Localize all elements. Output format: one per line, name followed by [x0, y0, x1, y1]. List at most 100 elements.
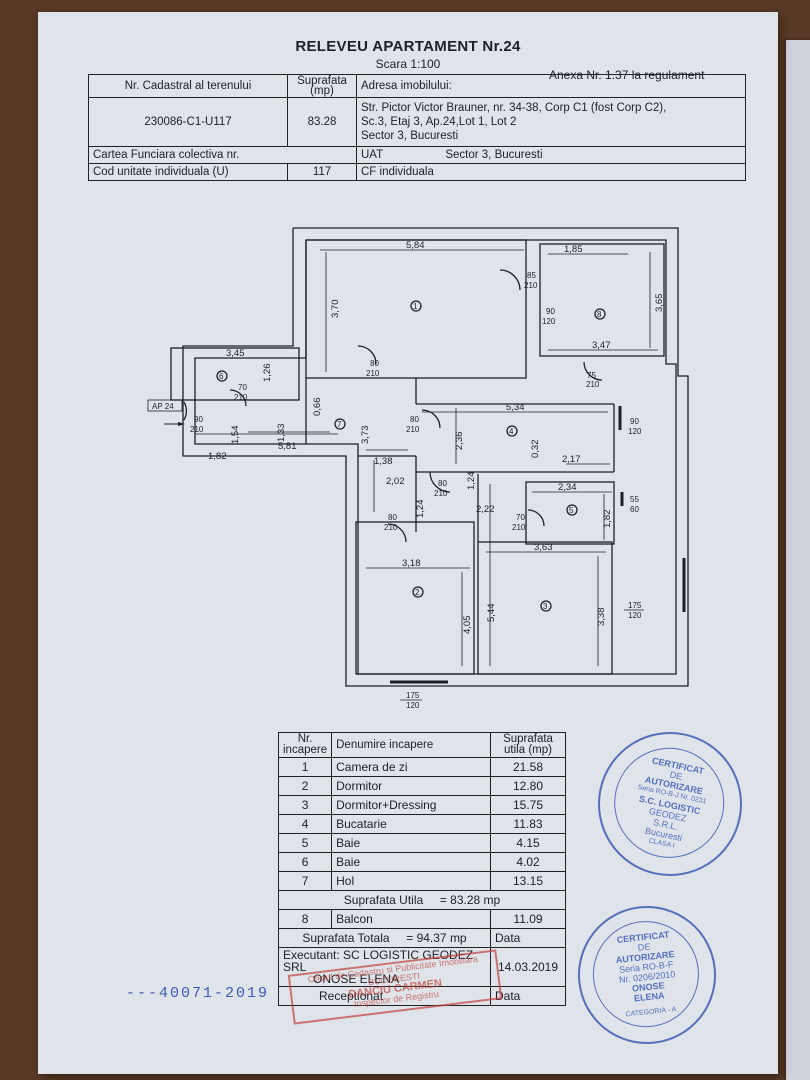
room-name: Dormitor [331, 776, 491, 796]
door-code: 80 [410, 415, 419, 424]
data-label: Data [490, 928, 566, 948]
dimension-label: 1,33 [276, 424, 287, 443]
dimension-label: 1,54 [230, 426, 241, 445]
utila-label: Suprafata Utila [343, 893, 424, 907]
door-code: 210 [190, 425, 204, 434]
room-area: 15.75 [490, 795, 566, 815]
room-nr: 4 [277, 814, 333, 834]
door-code: 80 [388, 513, 397, 522]
rooms-table: Nr. incapere Denumire incapere Suprafata… [277, 732, 566, 1006]
window-code: 120 [628, 427, 642, 436]
room-marker [216, 370, 228, 382]
document-scale: Scara 1:100 [375, 57, 441, 71]
table-row: 3 Dormitor+Dressing 15.75 [277, 795, 566, 815]
room-number: 1 [413, 302, 418, 311]
col-area-label: Suprafata (mp) [287, 74, 357, 98]
dimension-label: 0,66 [312, 398, 323, 417]
dimension-label: 1,85 [564, 244, 583, 255]
table-row: 6 Baie 4.02 [277, 852, 566, 872]
room-number: 7 [337, 420, 342, 429]
dimension-label: 1,24 [466, 472, 477, 491]
door-arc [583, 361, 603, 381]
dimension-label: 2,36 [454, 432, 465, 451]
door-arc [499, 269, 521, 291]
dimension-label: 5,34 [506, 402, 525, 413]
door-code: 210 [512, 523, 526, 532]
window-code: 90 [630, 417, 639, 426]
door-code: 80 [438, 479, 447, 488]
entry-tag: AP 24 [152, 402, 174, 411]
dimension-label: 2,22 [476, 504, 495, 515]
room-number: 4 [509, 427, 514, 436]
rooms-col-nr: Nr. incapere [277, 732, 333, 758]
dimension-label: 2,02 [386, 476, 405, 487]
receptionat-label: Receptionat [278, 986, 491, 1006]
door-code: 210 [524, 281, 538, 290]
room-5-outline [525, 481, 615, 545]
address-line: Sc.3, Etaj 3, Ap.24,Lot 1, Lot 2 [361, 116, 517, 128]
room-name: Camera de zi [331, 757, 491, 777]
room-marker [566, 504, 578, 516]
data-label-2: Data [490, 986, 566, 1006]
room-name: Dormitor+Dressing [331, 795, 491, 815]
room-name: Balcon [331, 909, 491, 929]
dimension-label: 3,45 [226, 348, 245, 359]
second-sheet-edge [786, 40, 810, 1080]
door-code: 70 [238, 383, 247, 392]
door-arc [183, 401, 188, 421]
door-arc [421, 409, 441, 429]
window-code: 175 [628, 601, 642, 610]
table-row: 5 Baie 4.15 [277, 833, 566, 853]
dimension-label: 5,81 [278, 441, 297, 452]
room-area: 4.15 [490, 833, 566, 853]
executant-name: ONOSE ELENA [313, 972, 400, 986]
utila-value: = 83.28 mp [439, 893, 501, 907]
room-area: 4.02 [490, 852, 566, 872]
door-arc [527, 509, 545, 527]
room-marker [594, 308, 606, 320]
dimension-label: 2,34 [558, 482, 577, 493]
door-code: 210 [384, 523, 398, 532]
room-name: Baie [331, 833, 491, 853]
door-code: 90 [194, 415, 203, 424]
room-name: Hol [331, 871, 491, 891]
uat-value: Sector 3, Bucuresti [445, 149, 543, 161]
room-marker [540, 600, 552, 612]
room-6-outline [170, 347, 300, 401]
room-marker [334, 418, 346, 430]
dimension-label: 1,38 [374, 456, 393, 467]
col-nr-label: Nr. Cadastral al terenului [88, 74, 288, 98]
document-title: RELEVEU APARTAMENT Nr.24 [295, 38, 521, 55]
door-code: 210 [406, 425, 420, 434]
dimension-label: 0,32 [530, 440, 541, 459]
room-area: 11.09 [490, 909, 566, 929]
door-code: 75 [587, 371, 596, 380]
date-value: 14.03.2019 [490, 947, 566, 987]
dimension-label: 2,17 [562, 454, 581, 465]
table-row: 4 Bucatarie 11.83 [277, 814, 566, 834]
window-code: 175 [406, 691, 420, 700]
room-2-outline [355, 521, 475, 675]
table-row: 1 Camera de zi 21.58 [277, 757, 566, 777]
rooms-col-name: Denumire incapere [331, 732, 491, 758]
uat-cell: UAT Sector 3, Bucuresti [356, 146, 746, 164]
room-8-outline [539, 243, 665, 357]
door-arc [387, 523, 407, 543]
dimension-label: 5,84 [406, 240, 425, 251]
col-address-label: Adresa imobilului: [356, 74, 746, 98]
window-code: 55 [630, 495, 639, 504]
door-arc [429, 471, 451, 493]
rooms-col-area: Suprafata utila (mp) [490, 732, 566, 758]
dimension-label: 3,18 [402, 558, 421, 569]
dimension-label: 3,63 [534, 542, 553, 553]
window-code: 60 [630, 505, 639, 514]
totala-value: = 94.37 mp [406, 931, 467, 945]
room-area: 21.58 [490, 757, 566, 777]
executant-label: Executant: SC LOGISTIC GEODEZ SRL [283, 948, 474, 974]
door-code: 210 [234, 393, 248, 402]
window-code: 120 [628, 611, 642, 620]
address-block: Str. Pictor Victor Brauner, nr. 34-38, C… [356, 97, 746, 147]
registration-number: ---40071-2019 [126, 985, 270, 1002]
door-code: 210 [586, 380, 600, 389]
room-area: 13.15 [490, 871, 566, 891]
